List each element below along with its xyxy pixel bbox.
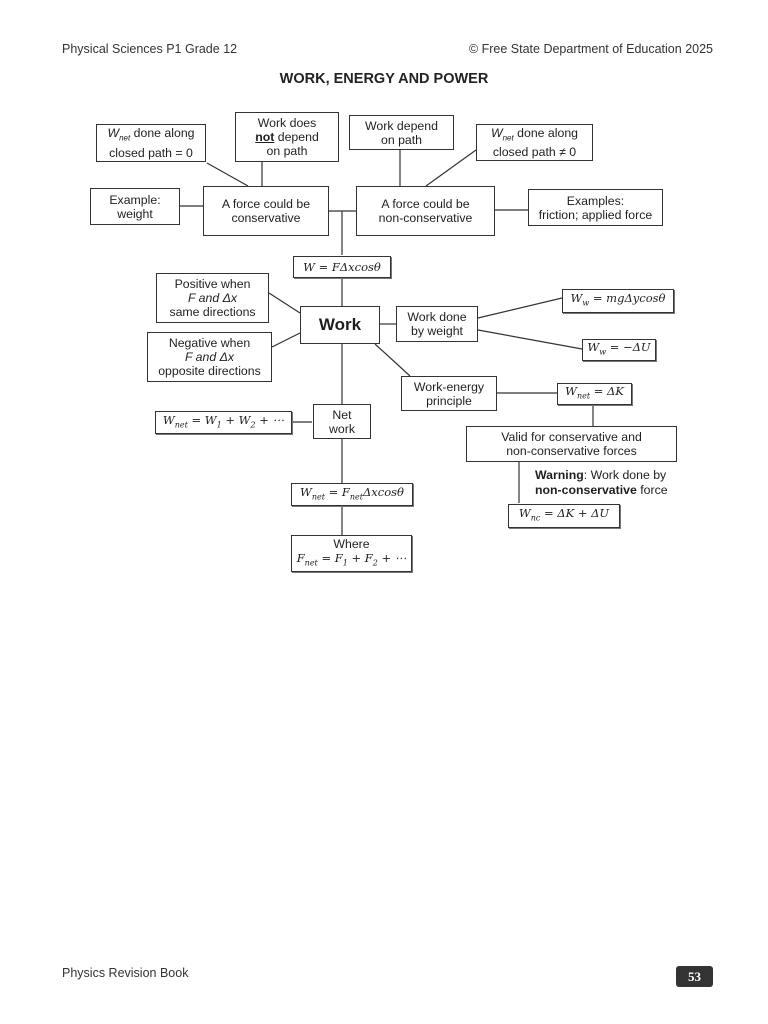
formula-text: = ΔK — [593, 384, 624, 399]
formula-ww-mg: Ww = mgΔycosθ — [562, 289, 674, 313]
formula-work-definition: W = FΔxcosθ — [293, 256, 391, 278]
node-wnet-closed-path-nonzero: Wnet done along closed path ≠ 0 — [476, 124, 593, 161]
node-net-work: Net work — [313, 404, 371, 439]
fnet-symbol: Fnet — [296, 550, 318, 568]
warning-text: force — [636, 483, 668, 497]
node-text: non-conservative — [378, 211, 473, 225]
formula-fnet-sum: Where Fnet = F1 + F2 + ⋯ — [291, 535, 412, 572]
wnet-symbol: Wnet — [162, 412, 188, 430]
formula-wnet-dk: Wnet = ΔK — [557, 383, 632, 405]
node-text: Work-energy — [413, 379, 485, 394]
wnet-symbol: Wnet — [565, 384, 591, 401]
node-text: done along — [130, 126, 195, 141]
node-text: Work depend — [365, 118, 438, 133]
formula-text: Δxcosθ — [363, 484, 404, 499]
warning-label: Warning — [535, 468, 584, 482]
node-text: closed path ≠ 0 — [492, 145, 577, 160]
warning-text: : Work done by — [583, 468, 667, 482]
node-work-done-by-weight: Work done by weight — [396, 306, 478, 342]
warning-note: Warning: Work done by non-conservative f… — [535, 468, 668, 498]
node-text: opposite directions — [158, 364, 261, 378]
formula-text: W = FΔxcosθ — [303, 260, 381, 274]
node-text: Positive when — [174, 277, 251, 291]
node-text: principle — [426, 393, 472, 408]
node-valid-for-forces: Valid for conservative and non-conservat… — [466, 426, 677, 462]
formula-ww-du: Ww = −ΔU — [582, 339, 656, 361]
page-title: WORK, ENERGY AND POWER — [279, 71, 489, 87]
footer-book-title: Physics Revision Book — [62, 966, 189, 980]
wnet-symbol: Wnet — [300, 484, 325, 502]
node-text: done along — [513, 125, 578, 140]
node-text: Work does — [257, 116, 317, 130]
page-number-badge: 53 — [676, 966, 713, 987]
node-text: F and Δx — [184, 350, 235, 364]
formula-text: = W — [191, 412, 217, 427]
node-text: A force could be — [381, 197, 470, 211]
node-text: Where — [333, 536, 370, 551]
wnet-symbol: Wnet — [107, 126, 131, 143]
node-text: Negative when — [168, 336, 251, 350]
node-text: friction; applied force — [538, 207, 653, 222]
formula-wnet-sum: Wnet = W1 + W2 + ⋯ — [155, 411, 292, 434]
node-positive-when: Positive when F and Δx same directions — [156, 273, 269, 323]
formula-text: = mgΔycosθ — [592, 291, 666, 306]
node-wnet-closed-path-zero: Wnet done along closed path = 0 — [96, 124, 206, 162]
header-copyright: © Free State Department of Education 202… — [468, 42, 713, 56]
wnet-symbol: Wnet — [490, 125, 514, 143]
ww-symbol: Ww — [570, 291, 590, 308]
node-text: non-conservative forces — [506, 444, 637, 458]
wnc-symbol: Wnc — [518, 506, 541, 523]
node-text: Work — [318, 315, 362, 334]
node-example-weight: Example: weight — [90, 188, 180, 225]
node-text: by weight — [411, 324, 463, 338]
node-text: on path — [266, 144, 308, 158]
node-text: conservative — [231, 211, 301, 225]
node-text: depend — [274, 130, 319, 144]
ww-symbol: Ww — [587, 340, 607, 357]
formula-text: = F — [328, 484, 350, 499]
node-conservative-force: A force could be conservative — [203, 186, 329, 236]
node-text: F and Δx — [187, 291, 238, 305]
node-text-bold: not — [255, 130, 275, 144]
node-nonconservative-force: A force could be non-conservative — [356, 186, 495, 236]
formula-wnet-fnet: Wnet = FnetΔxcosθ — [291, 483, 413, 506]
node-negative-when: Negative when F and Δx opposite directio… — [147, 332, 272, 382]
node-text: Valid for conservative and — [501, 430, 642, 444]
node-examples-friction: Examples: friction; applied force — [528, 189, 663, 226]
node-text: Work done — [407, 310, 467, 324]
node-text: on path — [380, 132, 423, 147]
node-text: weight — [117, 206, 153, 221]
node-work-depend-on-path: Work depend on path — [349, 115, 454, 150]
node-text: work — [329, 421, 355, 436]
node-text: closed path = 0 — [109, 145, 193, 160]
node-text: Examples: — [566, 193, 625, 208]
node-text: Example: — [109, 192, 161, 207]
header-subject: Physical Sciences P1 Grade 12 — [62, 42, 238, 56]
node-work-center: Work — [300, 306, 380, 344]
node-text: A force could be — [221, 197, 311, 211]
node-text: Net — [332, 407, 352, 422]
node-text: same directions — [169, 305, 256, 319]
formula-wnc: Wnc = ΔK + ΔU — [508, 504, 620, 528]
formula-text: = ΔK + ΔU — [543, 506, 610, 521]
node-work-not-depend-on-path: Work does not depend on path — [235, 112, 339, 162]
formula-text: = F — [321, 550, 343, 565]
formula-text: = −ΔU — [609, 340, 651, 355]
warning-emphasis: non-conservative — [535, 483, 637, 497]
node-work-energy-principle: Work-energy principle — [401, 376, 497, 411]
